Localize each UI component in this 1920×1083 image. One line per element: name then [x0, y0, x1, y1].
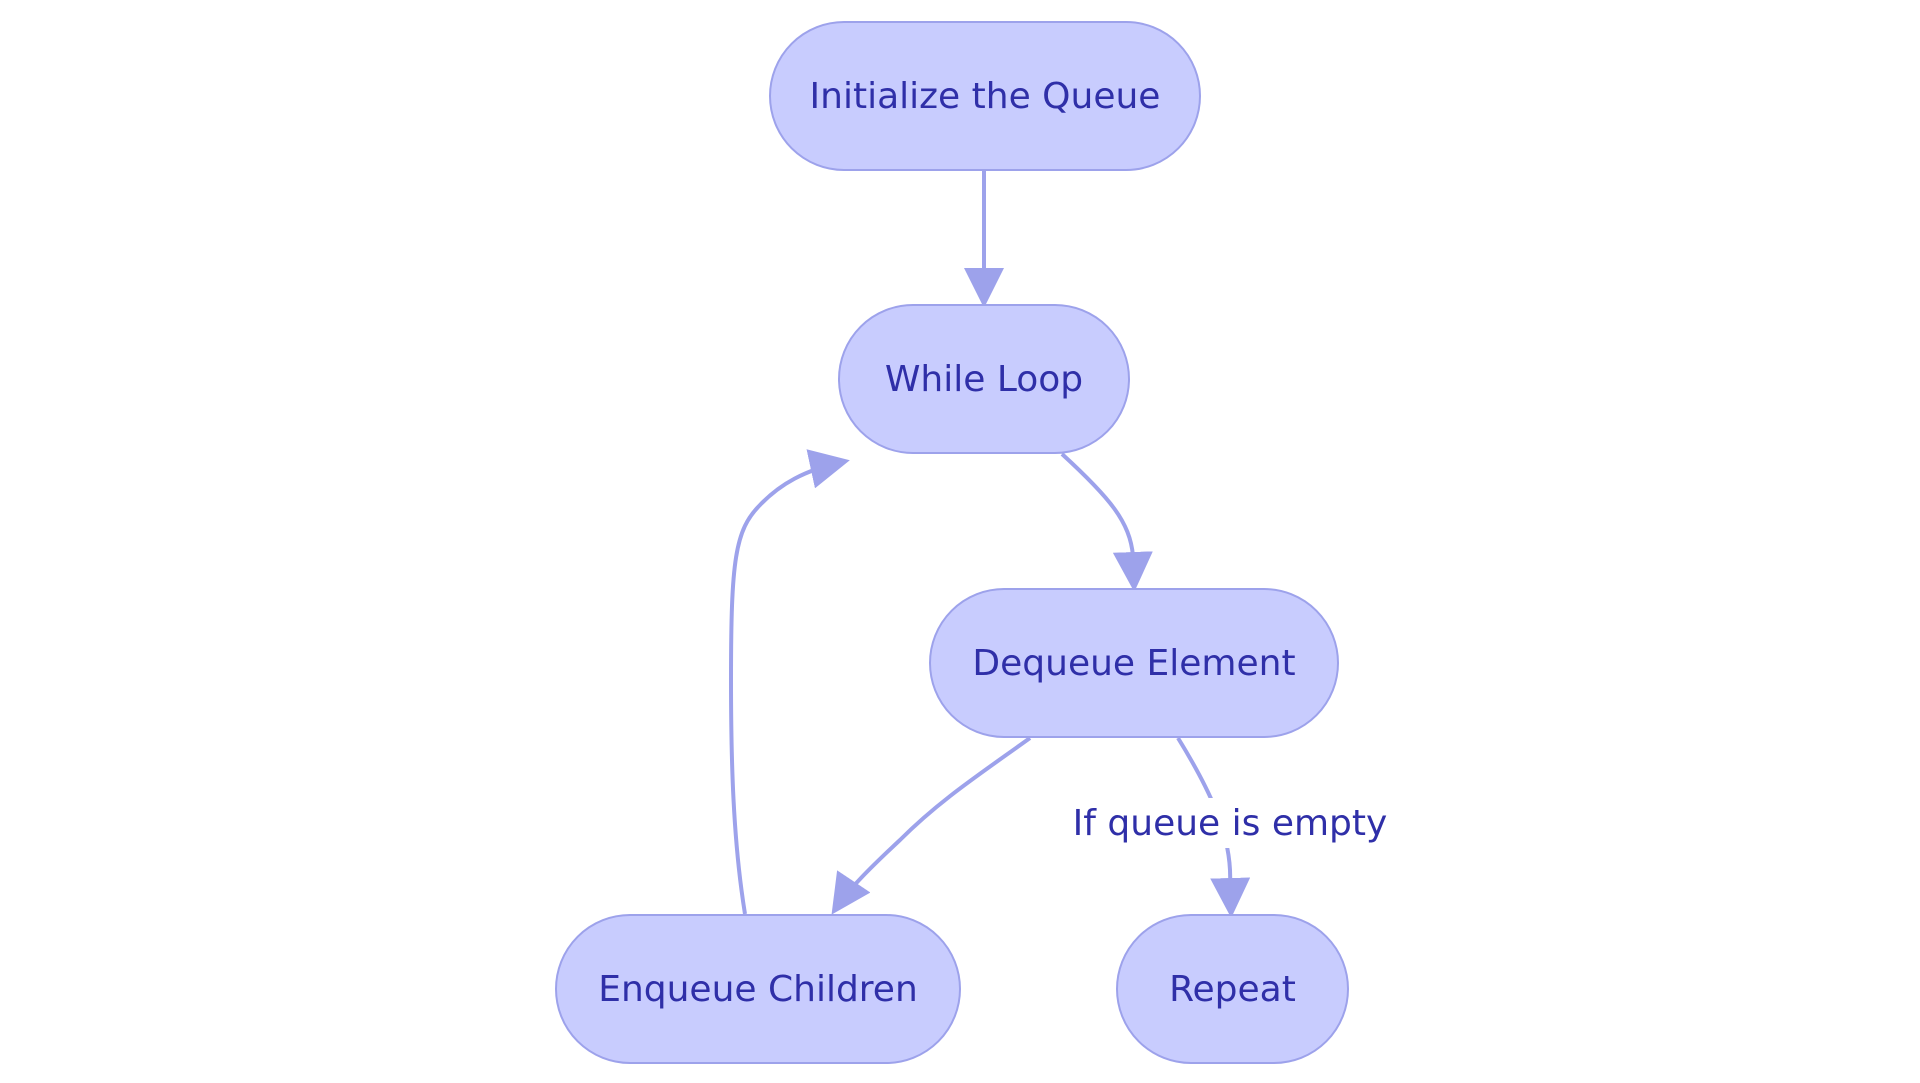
node-repeat-label: Repeat	[1169, 968, 1296, 1010]
node-while-loop: While Loop	[838, 304, 1130, 454]
node-initialize-queue: Initialize the Queue	[769, 21, 1201, 171]
node-enqueue-children: Enqueue Children	[555, 914, 961, 1064]
node-dequeue-element: Dequeue Element	[929, 588, 1339, 738]
node-enqueue-children-label: Enqueue Children	[598, 968, 918, 1010]
node-while-loop-label: While Loop	[884, 358, 1084, 400]
node-dequeue-element-label: Dequeue Element	[972, 642, 1296, 684]
edge-enqueue-to-while	[728, 449, 850, 915]
edge-label-if-queue-empty: If queue is empty	[1073, 798, 1387, 848]
node-repeat: Repeat	[1116, 914, 1349, 1064]
node-initialize-queue-label: Initialize the Queue	[809, 75, 1161, 117]
edge-dequeue-to-enqueue	[831, 736, 1032, 915]
edge-while-to-dequeue	[1060, 452, 1153, 592]
edge-label-text: If queue is empty	[1072, 802, 1388, 844]
